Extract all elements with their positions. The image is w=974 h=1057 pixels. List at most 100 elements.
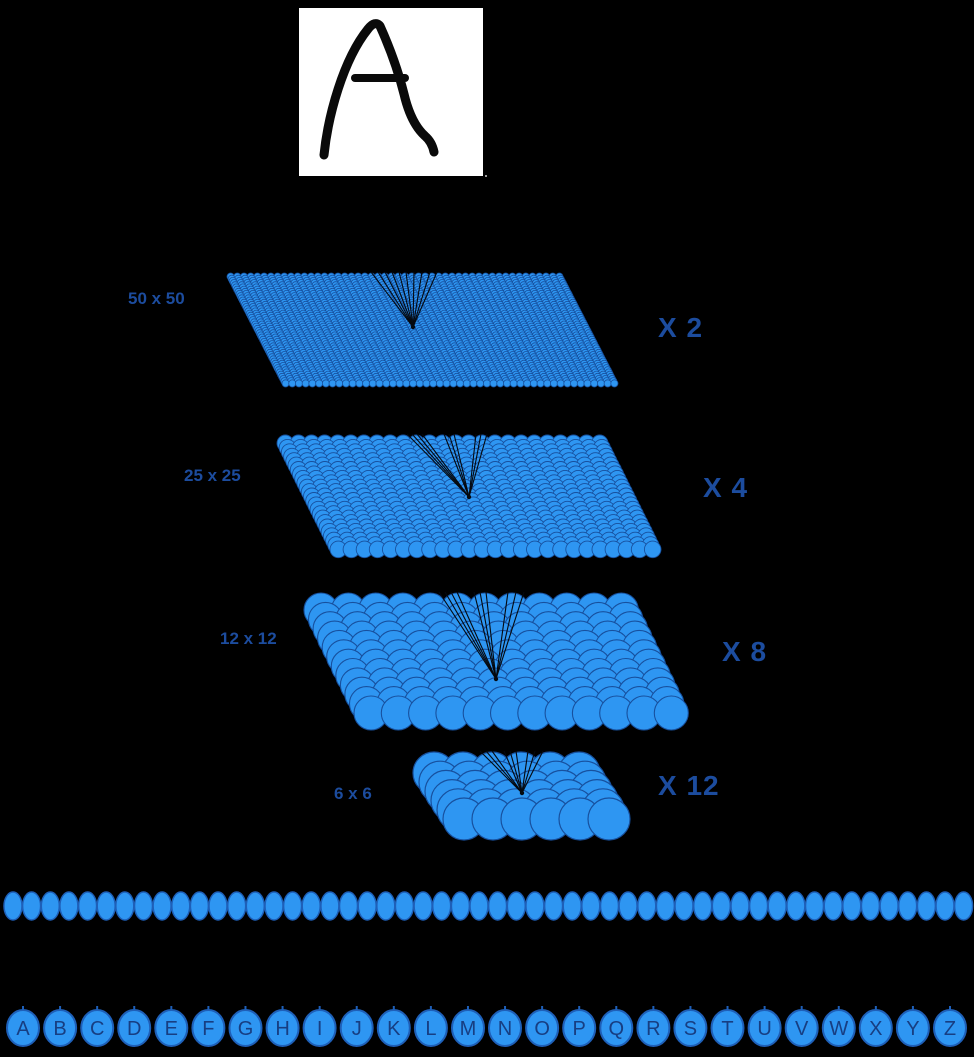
neuron [523,379,532,388]
fc-neuron [525,891,545,921]
layer4-size-label: 6 x 6 [334,784,372,803]
neuron [543,379,552,388]
fan-line [377,271,414,328]
fc-neuron [842,891,862,921]
neuron [502,379,511,388]
fan-convergence-dot [519,790,525,796]
output-neuron-A [6,1009,40,1047]
neuron [315,379,324,388]
neuron [435,379,444,388]
output-letter-C: C [90,1018,104,1040]
neuron [294,379,303,388]
output-letter-V: V [795,1018,809,1040]
neuron [603,379,612,388]
fc-neuron [226,891,247,921]
neuron [375,379,384,388]
fc-neuron [804,891,825,921]
fc-neuron [320,891,340,921]
neuron [653,695,689,731]
output-neuron-Q [599,1009,634,1047]
neuron [321,379,330,388]
output-neuron-I [302,1009,337,1047]
output-letter-D: D [127,1018,141,1040]
output-letter-F: F [202,1018,214,1040]
neuron [556,379,565,388]
output-neuron-P [562,1009,597,1047]
fc-neuron [618,891,638,921]
fan-line [412,271,431,328]
fc-neuron [935,891,955,921]
output-letter-Y: Y [906,1018,919,1040]
neuron [368,379,377,388]
fc-neuron [3,891,23,921]
output-neuron-K [376,1009,411,1047]
fc-neuron [21,891,42,921]
output-letter-T: T [721,1018,733,1040]
output-neuron-C [80,1009,115,1047]
layer2-size-label: 25 x 25 [184,466,241,485]
neuron [429,379,438,388]
neuron [308,379,317,388]
output-neuron-M [451,1009,485,1047]
feature-map-layer-50x50 [226,272,619,388]
neuron [281,379,290,388]
fc-neuron [282,891,303,921]
neuron [402,379,411,388]
fc-neuron [543,891,564,921]
receptive-field-fan-3 [438,591,525,682]
neuron [301,379,310,388]
fan-convergence-dot [410,324,416,330]
output-letter-L: L [425,1018,436,1040]
fc-neuron [786,891,806,921]
fan-line [495,591,525,680]
fc-neuron [301,891,321,921]
fc-neuron [338,891,359,921]
output-letter-K: K [387,1018,401,1040]
fan-line [412,271,438,328]
fan-line [485,591,497,680]
fc-neuron [674,891,694,921]
output-letter-N: N [498,1018,512,1040]
output-neuron-Y [895,1009,930,1047]
output-letter-A: A [16,1018,30,1040]
fan-line [468,433,488,498]
neuron [570,379,579,388]
fan-line [468,433,482,498]
receptive-field-fan-2 [406,433,488,500]
fan-line [391,271,414,328]
neuron [442,379,451,388]
input-image-box [299,8,483,176]
fan-line [479,591,497,680]
output-letter-G: G [238,1018,254,1040]
fc-neuron [953,891,974,921]
fc-neuron [133,891,154,921]
neuron [456,379,465,388]
fc-neuron [767,891,787,921]
fan-line [444,591,497,680]
layer1-multiplier-label: X 2 [658,312,704,343]
neuron [482,379,491,388]
fan-convergence-dot [466,494,472,500]
neuron [382,379,391,388]
output-neuron-D [117,1009,152,1047]
neuron [422,379,431,388]
feature-map-layer-12x12 [303,592,689,731]
neuron [536,379,545,388]
fc-neuron [823,891,843,921]
neuron [449,379,458,388]
fc-neuron [431,891,452,921]
neuron [583,379,592,388]
output-letter-M: M [460,1018,477,1040]
fc-neuron [376,891,396,921]
neuron [335,379,344,388]
fc-neuron [655,891,676,921]
fan-line [412,271,423,328]
fc-neuron [152,891,172,921]
output-letter-E: E [165,1018,178,1040]
fc-neuron [115,891,135,921]
fc-neuron [581,891,601,921]
fc-neuron [245,891,266,921]
neuron [496,379,505,388]
